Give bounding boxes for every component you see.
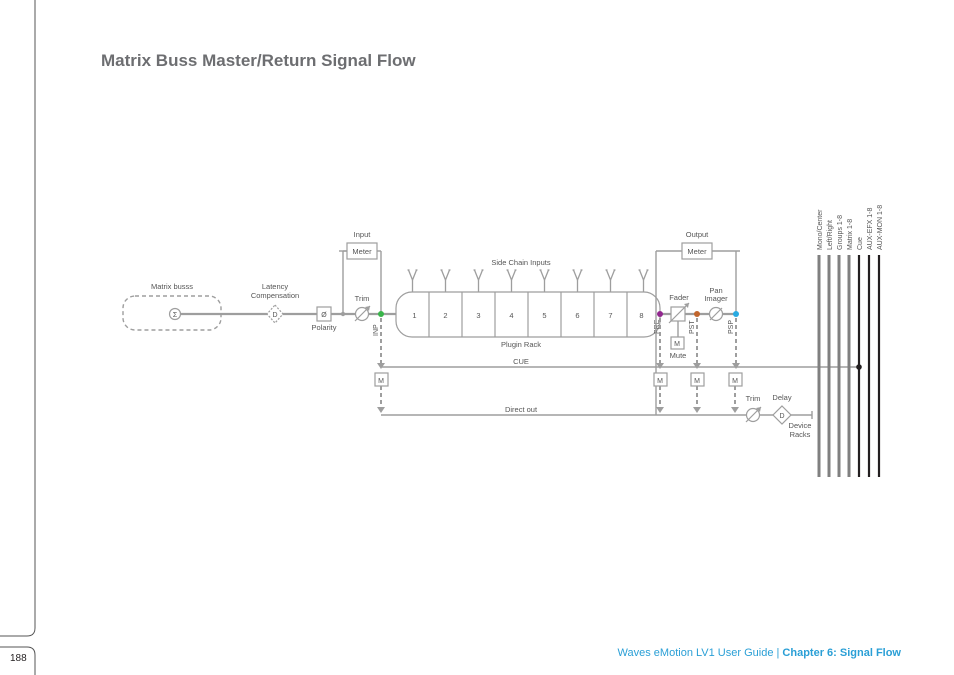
cue-bus-junction (856, 364, 862, 370)
latency-delay-symbol: D (272, 312, 277, 319)
inp-tap-dot (378, 311, 384, 317)
device-racks-label-2: Racks (790, 430, 811, 439)
side-chain-input-8 (638, 269, 649, 292)
mute-symbol: M (674, 341, 680, 348)
svg-text:D: D (779, 413, 784, 420)
bus-label-6: AUX-MON 1-8 (877, 205, 884, 250)
trim2-label: Trim (746, 394, 761, 403)
bus-label-4: Cue (857, 237, 864, 250)
page-margin-curve (0, 627, 36, 637)
footer-separator: | (773, 647, 783, 659)
footer: Waves eMotion LV1 User Guide | Chapter 6… (618, 647, 901, 659)
svg-text:M: M (657, 378, 663, 385)
delay-block (772, 405, 792, 425)
polarity-symbol: Ø (321, 312, 327, 319)
footer-chapter: Chapter 6: Signal Flow (782, 647, 901, 659)
rack-slot-1: 1 (412, 311, 416, 320)
rack-slot-8: 8 (639, 311, 643, 320)
bus-label-0: Mono/Center (817, 209, 824, 250)
rack-slot-6: 6 (575, 311, 579, 320)
fader-label: Fader (669, 293, 689, 302)
polarity-block (316, 306, 332, 322)
bus-label-5: AUX-EFX 1-8 (867, 207, 874, 250)
side-chain-input-3 (473, 269, 484, 292)
sum-symbol: Σ (173, 312, 178, 319)
side-chain-input-4 (506, 269, 517, 292)
latency-label-1: Latency (262, 282, 289, 291)
pst-label: PST (689, 320, 696, 334)
svg-text:M: M (694, 378, 700, 385)
mute-label: Mute (670, 351, 687, 360)
bus-label-1: Left/Right (827, 220, 834, 250)
rack-slot-5: 5 (542, 311, 546, 320)
page-number: 188 (10, 653, 27, 664)
psp-label: PSP (728, 320, 735, 334)
rack-slot-4: 4 (509, 311, 513, 320)
matrix-busss-label: Matrix busss (151, 282, 193, 291)
mute-block (670, 336, 685, 350)
polarity-label: Polarity (311, 323, 336, 332)
side-chain-label: Side Chain Inputs (491, 258, 550, 267)
side-chain-input-2 (440, 269, 451, 292)
rack-slot-7: 7 (608, 311, 612, 320)
matrix-busss-box (122, 295, 222, 331)
pan-label-1: Pan (709, 286, 722, 295)
device-racks-label-1: Device (789, 421, 812, 430)
side-chain-input-1 (407, 269, 418, 292)
footer-guide: Waves eMotion LV1 User Guide (617, 647, 774, 659)
rack-slot-2: 2 (443, 311, 447, 320)
direct-out-label: Direct out (505, 405, 538, 414)
delay-label: Delay (772, 393, 791, 402)
inp-label: INP (373, 324, 380, 336)
svg-text:M: M (732, 378, 738, 385)
output-meter-label: Meter (687, 247, 707, 256)
psp-tap-dot (733, 311, 739, 317)
pre-tap-dot (657, 311, 663, 317)
plugin-rack-slots: 1 2 3 4 5 6 7 8 (412, 292, 644, 337)
input-label: Input (354, 230, 372, 239)
plugin-rack-label: Plugin Rack (501, 340, 541, 349)
cue-label: CUE (513, 357, 529, 366)
bus-label-2: Groups 1-8 (837, 215, 844, 250)
pst-tap-dot (694, 311, 700, 317)
page-title: Matrix Buss Master/Return Signal Flow (101, 51, 416, 70)
cue-mute-boxes: M M M M (374, 372, 743, 387)
side-chain-inputs (407, 269, 649, 292)
side-chain-input-7 (605, 269, 616, 292)
trim-label: Trim (355, 294, 370, 303)
latency-delay-block (266, 304, 284, 324)
latency-label-2: Compensation (251, 291, 299, 300)
svg-text:M: M (378, 378, 384, 385)
pre-label: PRE (654, 319, 661, 334)
side-chain-input-6 (572, 269, 583, 292)
side-chain-input-5 (539, 269, 550, 292)
input-meter-label: Meter (352, 247, 372, 256)
pan-label-2: Imager (704, 294, 728, 303)
bus-label-3: Matrix 1-8 (847, 219, 854, 250)
page-number-tab (0, 646, 36, 675)
output-label: Output (686, 230, 709, 239)
sum-node (168, 307, 182, 321)
fader-arrow (668, 302, 690, 324)
rack-slot-3: 3 (476, 311, 480, 320)
